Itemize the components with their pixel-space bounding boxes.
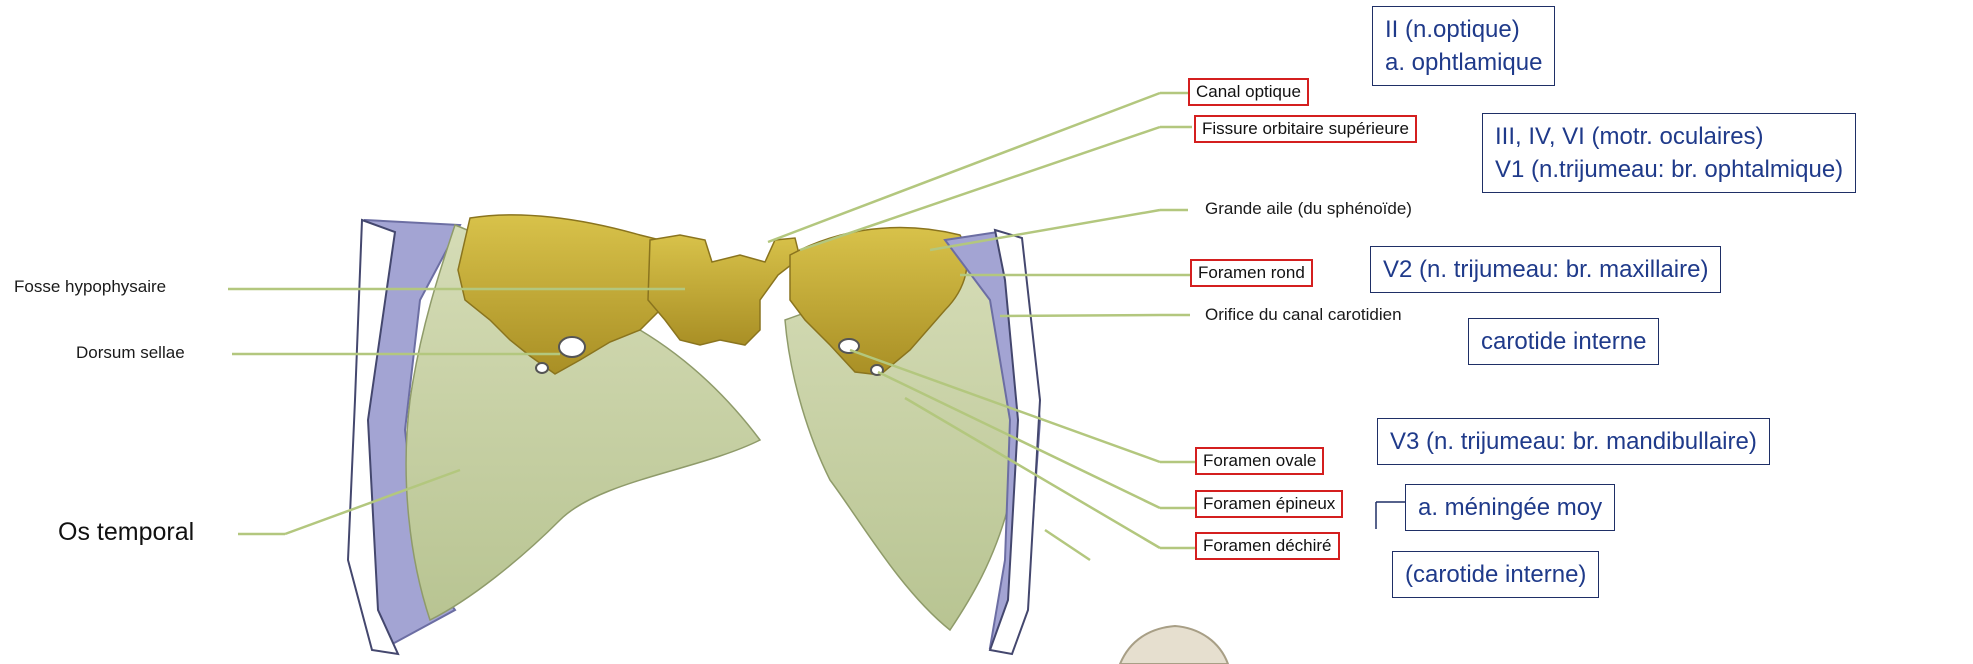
content-foramen-rond: V2 (n. trijumeau: br. maxillaire) bbox=[1370, 246, 1721, 293]
connector-lines bbox=[1376, 502, 1405, 529]
content-canal-optique-line2: a. ophtlamique bbox=[1385, 46, 1542, 79]
content-foramen-epineux: a. méningée moy bbox=[1405, 484, 1615, 531]
content-fissure-line2: V1 (n.trijumeau: br. ophtalmique) bbox=[1495, 153, 1843, 186]
content-canal-optique-line1: II (n.optique) bbox=[1385, 13, 1542, 46]
label-canal-optique: Canal optique bbox=[1188, 78, 1309, 106]
label-fissure-orbitaire: Fissure orbitaire supérieure bbox=[1194, 115, 1417, 143]
label-grande-aile: Grande aile (du sphénoïde) bbox=[1205, 199, 1412, 219]
content-fissure-line1: III, IV, VI (motr. oculaires) bbox=[1495, 120, 1843, 153]
partial-skull-fragment bbox=[1120, 626, 1228, 664]
content-foramen-dechire: (carotide interne) bbox=[1392, 551, 1599, 598]
label-orifice-carotidien: Orifice du canal carotidien bbox=[1205, 305, 1402, 325]
left-foramen-ovale bbox=[559, 337, 585, 357]
content-fissure-orbitaire: III, IV, VI (motr. oculaires) V1 (n.trij… bbox=[1482, 113, 1856, 193]
label-foramen-ovale: Foramen ovale bbox=[1195, 447, 1324, 475]
content-canal-optique: II (n.optique) a. ophtlamique bbox=[1372, 6, 1555, 86]
content-foramen-ovale: V3 (n. trijumeau: br. mandibullaire) bbox=[1377, 418, 1770, 465]
label-os-temporal: Os temporal bbox=[58, 518, 194, 547]
label-dorsum-sellae: Dorsum sellae bbox=[76, 343, 185, 363]
content-carotidien: carotide interne bbox=[1468, 318, 1659, 365]
label-foramen-dechire: Foramen déchiré bbox=[1195, 532, 1340, 560]
label-foramen-rond: Foramen rond bbox=[1190, 259, 1313, 287]
left-foramen-epineux bbox=[536, 363, 548, 373]
label-fosse-hypophysaire: Fosse hypophysaire bbox=[14, 277, 166, 297]
label-foramen-epineux: Foramen épineux bbox=[1195, 490, 1343, 518]
